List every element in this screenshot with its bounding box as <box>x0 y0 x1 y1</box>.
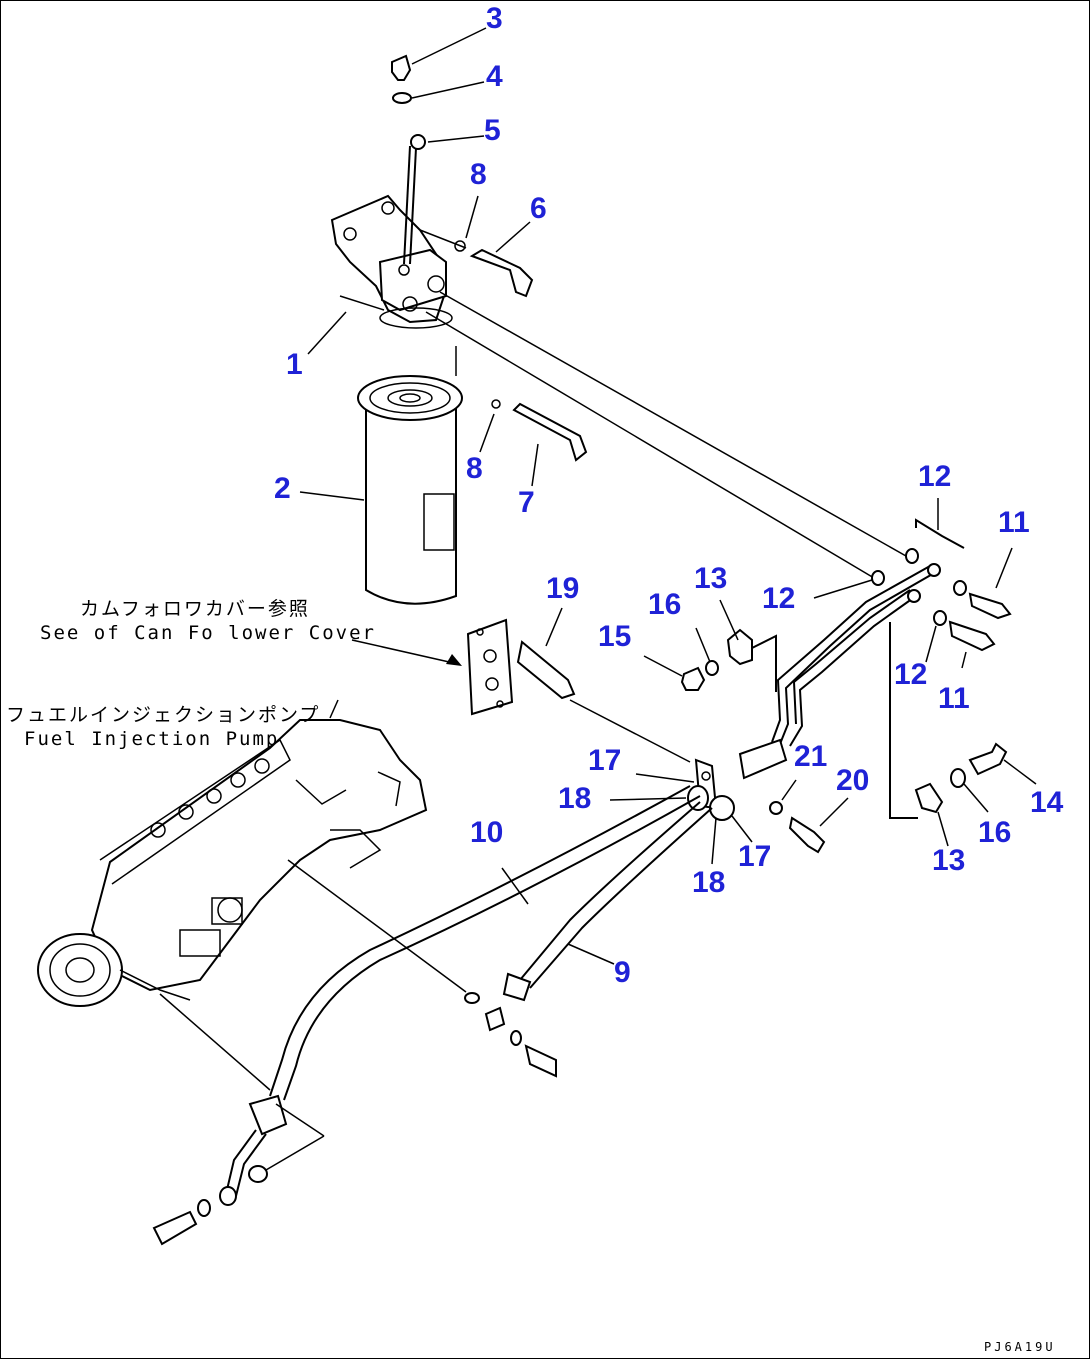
callout-18-upper: 18 <box>558 782 592 815</box>
callout-12-lower: 12 <box>894 658 928 691</box>
clamp-13-lower <box>889 622 944 819</box>
callout-14: 14 <box>1030 786 1064 819</box>
callout-13-lower: 13 <box>932 844 966 877</box>
callout-17-lower: 17 <box>738 840 772 873</box>
clamp-13-upper <box>726 628 777 692</box>
cam-cover-note-en: See of Can Fo lower Cover <box>40 622 376 644</box>
callout-1: 1 <box>286 348 303 381</box>
callout-21: 21 <box>794 740 828 773</box>
drawing-code: PJ6A19U <box>984 1340 1056 1354</box>
bracket-17-clamp-18 <box>687 738 788 821</box>
callout-20: 20 <box>836 764 870 797</box>
callout-19: 19 <box>546 572 580 605</box>
washer-4 <box>392 92 412 104</box>
filter-head <box>330 194 453 329</box>
pump-note-en: Fuel Injection Pump <box>24 728 280 750</box>
bolt-6 <box>454 240 534 298</box>
callout-16-upper: 16 <box>648 588 682 621</box>
callout-9: 9 <box>614 956 631 989</box>
washer-21 <box>769 801 783 815</box>
callout-15: 15 <box>598 620 632 653</box>
washer-16-upper <box>705 660 719 676</box>
pump-note-jp: フュエルインジェクションポンプ <box>6 704 321 726</box>
callout-4: 4 <box>486 60 503 93</box>
fuel-injection-pump <box>37 699 467 1091</box>
hose-9 <box>464 801 713 1078</box>
bolt-20 <box>788 816 826 854</box>
eye-joint-fittings <box>871 518 1012 652</box>
bolt-7 <box>491 399 588 462</box>
callout-11-lower: 11 <box>938 682 970 715</box>
callout-17-upper: 17 <box>588 744 622 777</box>
callout-18-lower: 18 <box>692 866 726 899</box>
callout-8-upper: 8 <box>470 158 487 191</box>
filter-cartridge-2 <box>357 375 463 605</box>
callout-5: 5 <box>484 114 501 147</box>
callout-12-top: 12 <box>918 460 952 493</box>
fuel-tubes <box>771 563 941 747</box>
pipe-5 <box>403 134 426 265</box>
callout-12-left: 12 <box>762 582 796 615</box>
washer-16-lower <box>950 768 966 788</box>
callout-13-upper: 13 <box>694 562 728 595</box>
callout-6: 6 <box>530 192 547 225</box>
callout-2: 2 <box>274 472 291 505</box>
callout-10: 10 <box>470 816 504 849</box>
callout-11-upper: 11 <box>998 506 1030 539</box>
callout-16-lower: 16 <box>978 816 1012 849</box>
cam-follower-cover-plate <box>351 618 514 716</box>
cam-cover-note-jp: カムフォロワカバー参照 <box>80 598 310 620</box>
nut-15 <box>680 666 706 691</box>
callout-8-lower: 8 <box>466 452 483 485</box>
callout-3: 3 <box>486 2 503 35</box>
bolt-14 <box>968 742 1008 776</box>
air-bleed-plug-3 <box>391 54 412 81</box>
spacer-19 <box>516 640 576 700</box>
callout-7: 7 <box>518 486 535 519</box>
